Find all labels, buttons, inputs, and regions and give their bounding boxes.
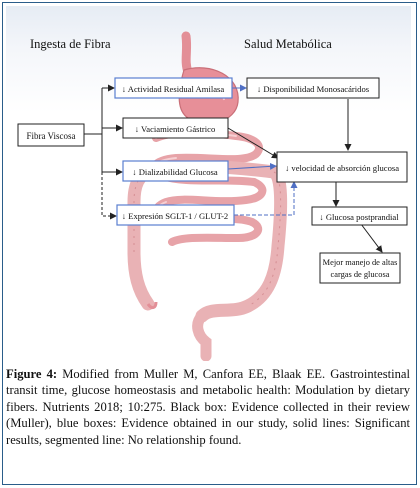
box-expresion-sglt: ↓ Expresión SGLT-1 / GLUT-2 bbox=[116, 204, 235, 226]
svg-text:Fibra Viscosa: Fibra Viscosa bbox=[26, 131, 75, 141]
left-title: Ingesta de Fibra bbox=[30, 37, 111, 51]
box-velocidad-absorcion: ↓ velocidad de absorción glucosa bbox=[276, 151, 408, 183]
svg-text:↓ Disponibilidad Monosacáridos: ↓ Disponibilidad Monosacáridos bbox=[257, 84, 370, 94]
svg-text:cargas de glucosa: cargas de glucosa bbox=[331, 270, 390, 279]
svg-text:↓ Glucosa postprandial: ↓ Glucosa postprandial bbox=[319, 212, 399, 222]
svg-text:↓ Expresión SGLT-1 / GLUT-2: ↓ Expresión SGLT-1 / GLUT-2 bbox=[122, 211, 228, 221]
svg-text:↓ Actividad Residual Amilasa: ↓ Actividad Residual Amilasa bbox=[122, 84, 225, 94]
box-disponibilidad-monosacaridos: ↓ Disponibilidad Monosacáridos bbox=[246, 77, 380, 99]
svg-text:↓ Vaciamiento Gástrico: ↓ Vaciamiento Gástrico bbox=[135, 124, 216, 134]
svg-text:Mejor manejo de altas: Mejor manejo de altas bbox=[323, 258, 398, 267]
connector-lines bbox=[84, 84, 383, 253]
caption-label: Figure 4: bbox=[6, 367, 58, 381]
figure-caption: Figure 4: Modified from Muller M, Canfor… bbox=[6, 366, 410, 448]
box-actividad-amilasa: ↓ Actividad Residual Amilasa bbox=[114, 77, 233, 99]
right-title: Salud Metabólica bbox=[244, 37, 332, 51]
box-glucosa-postprandial: ↓ Glucosa postprandial bbox=[311, 206, 408, 226]
box-mejor-manejo: Mejor manejo de altas cargas de glucosa bbox=[319, 252, 401, 284]
box-fibra-viscosa: Fibra Viscosa bbox=[17, 123, 85, 147]
svg-text:↓ Dializabilidad Glucosa: ↓ Dializabilidad Glucosa bbox=[132, 167, 218, 177]
box-dializabilidad-glucosa: ↓ Dializabilidad Glucosa bbox=[122, 160, 229, 182]
box-vaciamiento-gastrico: ↓ Vaciamiento Gástrico bbox=[122, 117, 229, 139]
pathway-diagram: Ingesta de Fibra Salud Metabólica bbox=[17, 31, 408, 361]
caption-text: Modified from Muller M, Canfora EE, Blaa… bbox=[6, 367, 410, 447]
svg-text:↓ velocidad de absorción gluco: ↓ velocidad de absorción glucosa bbox=[285, 163, 399, 173]
diagram-panel: Ingesta de Fibra Salud Metabólica bbox=[6, 6, 411, 361]
